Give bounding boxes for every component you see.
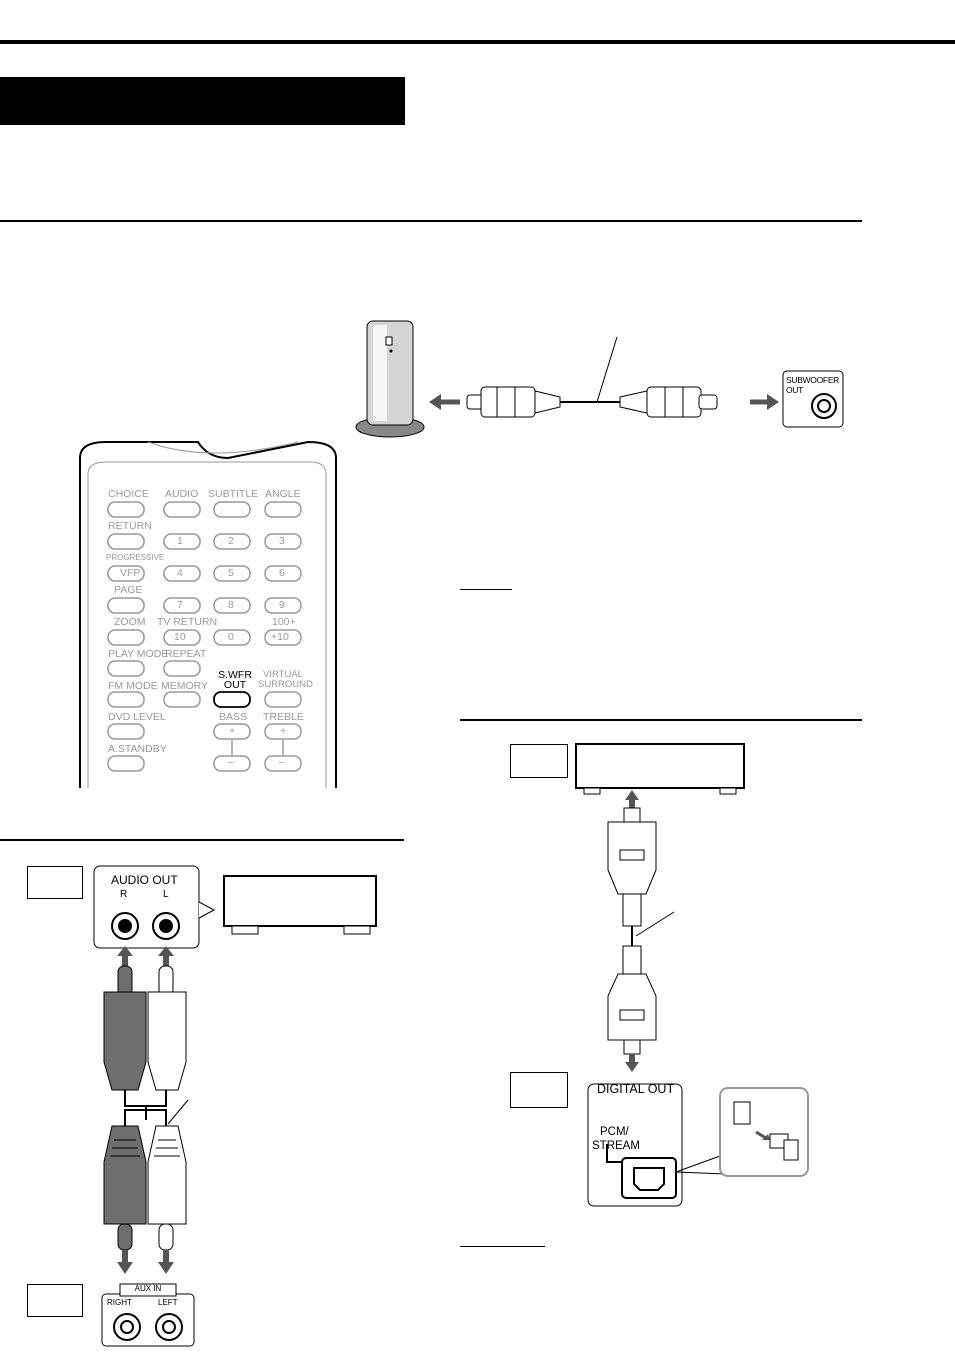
audio-out-right-label: R — [120, 889, 128, 900]
arrow-to-jack-icon — [750, 394, 779, 410]
aux-in-label: AUX IN — [134, 1284, 162, 1293]
digital-out-label: DIGITAL OUT — [597, 1082, 675, 1096]
step-box-digital-2 — [510, 1072, 568, 1108]
section-rule-subwoofer — [0, 220, 862, 222]
protective-cap-icon — [733, 1101, 799, 1161]
step-box-digital-1 — [510, 744, 568, 778]
arrow-to-subwoofer-icon — [429, 394, 460, 410]
subwoofer-out-jack-panel — [782, 370, 844, 428]
top-rule — [0, 40, 955, 44]
audio-out-label: AUDIO OUT — [111, 873, 178, 887]
digital-connection-diagram — [575, 743, 809, 1207]
swfr-out-button — [213, 691, 251, 708]
rca-cable-icon — [466, 336, 718, 418]
step-box-analog-2 — [27, 1284, 83, 1317]
audio-out-left-label: L — [163, 889, 169, 900]
aux-left-label: LEFT — [158, 1298, 178, 1307]
section-title-bar — [0, 77, 405, 125]
pcm-label: PCM/ — [600, 1126, 629, 1138]
arrow-up-icons — [117, 946, 174, 966]
note-underline — [460, 589, 512, 590]
arrow-down-icons — [117, 1250, 174, 1274]
audio-device-icon — [223, 875, 377, 935]
remote-control-illustration — [79, 440, 337, 788]
caution-underline — [460, 1246, 545, 1247]
aux-right-label: RIGHT — [107, 1298, 132, 1307]
stream-label: STREAM — [592, 1140, 640, 1152]
subwoofer-connection-diagram — [355, 320, 844, 438]
subwoofer-speaker-icon — [355, 320, 425, 438]
section-rule-digital — [460, 719, 862, 721]
step-box-analog-1 — [27, 866, 83, 899]
section-rule-analog — [0, 839, 404, 841]
analog-connection-diagram — [93, 865, 377, 1347]
protective-cap-inset — [719, 1087, 809, 1177]
subwoofer-out-label: SUBWOOFER OUT — [786, 375, 840, 395]
digital-device-icon — [575, 743, 745, 795]
